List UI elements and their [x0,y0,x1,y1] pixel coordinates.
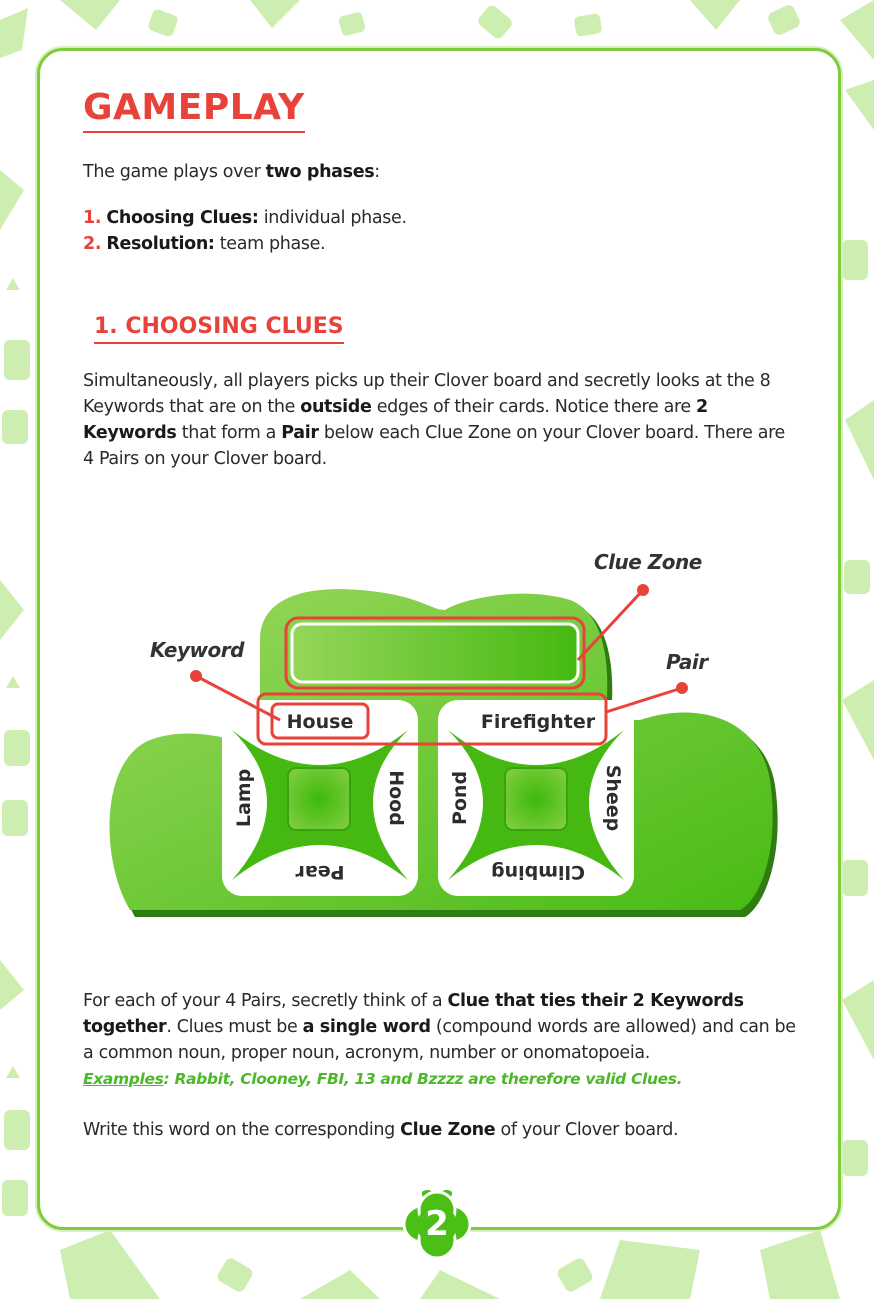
p3-bold-clue-zone: Clue Zone [400,1120,496,1140]
clover-icon [402,1187,472,1260]
clue-zone [290,622,580,684]
p2-text-e: (compound words are allowed) and can be … [83,1017,796,1063]
phase-1-number: 1. [83,208,102,228]
intro-suffix: : [374,162,380,182]
p2-bold-single-word: a single word [302,1017,431,1037]
p2-bold-clue-ties: Clue that ties their 2 Keywords together [83,991,744,1037]
card-left [222,700,418,896]
p1-text-c: edges of their cards. Notice there are [371,397,697,417]
clue-zone-pointer [637,584,649,596]
intro-paragraph: The game plays over two phases: [83,159,380,185]
callout-keyword: Keyword [150,638,244,662]
card-right [438,700,634,896]
p1-text-e: that form a [176,423,282,443]
p1-text-g: below each Clue Zone on your Clover boar… [83,423,785,469]
p1-bold-pair: Pair [281,423,319,443]
examples-label: Examples [83,1070,164,1088]
callout-clue-zone: Clue Zone [594,550,702,574]
phase-2-name: Resolution: [106,234,215,254]
page-title: GAMEPLAY [83,88,305,133]
keyword-hood: Hood [385,770,407,826]
phase-1-desc: individual phase. [258,208,407,228]
p2-text-a: For each of your 4 Pairs, secretly think… [83,991,448,1011]
keyword-firefighter: Firefighter [481,711,596,733]
keyword-pear: Pear [295,861,345,883]
examples-line: Examples: Rabbit, Clooney, FBI, 13 and B… [83,1070,683,1088]
keyword-house: House [287,711,354,733]
keyword-sheep: Sheep [602,765,624,832]
clue-rules-paragraph: For each of your 4 Pairs, secretly think… [83,988,803,1092]
p1-text-a: Simultaneously, all players picks up the… [83,371,771,417]
intro-text: The game plays over [83,162,266,182]
p1-bold-keywords: 2 Keywords [83,397,708,443]
page-number: 2 [425,1204,449,1244]
p3-text-a: Write this word on the corresponding [83,1120,401,1140]
keyword-pointer [190,670,202,682]
keyword-lamp: Lamp [233,769,255,827]
page-number-badge: 2 [398,1186,476,1262]
phase-1-name: Choosing Clues: [106,208,259,228]
p1-bold-outside: outside [300,397,372,417]
section-heading-choosing-clues: 1. CHOOSING CLUES [94,314,344,344]
intro-bold: two phases [265,162,375,182]
phase-2-desc: team phase. [214,234,326,254]
phase-2-number: 2. [83,234,102,254]
callout-lines [195,588,683,722]
p3-text-c: of your Clover board. [495,1120,679,1140]
write-word-paragraph: Write this word on the corresponding Clu… [83,1117,679,1143]
keyword-highlight [270,702,370,740]
choosing-clues-paragraph: Simultaneously, all players picks up the… [83,368,793,472]
pair-highlight [256,692,608,746]
examples-text: : Rabbit, Clooney, FBI, 13 and Bzzzz are… [163,1070,683,1088]
phase-list: 1. Choosing Clues: individual phase. 2. … [83,205,407,257]
keyword-climbing: Climbing [491,861,585,883]
pair-pointer [676,682,688,694]
keyword-pond: Pond [449,771,471,825]
callout-pair: Pair [666,650,708,674]
p2-text-c: . Clues must be [166,1017,303,1037]
